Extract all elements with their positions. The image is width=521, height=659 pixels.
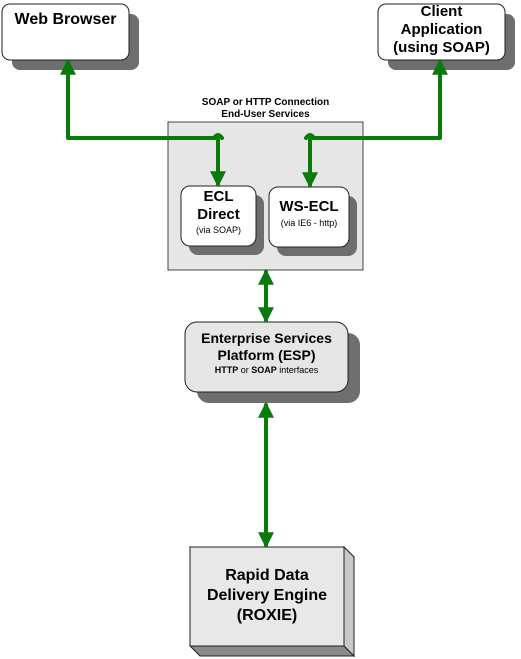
- client-application-line1: Client: [420, 3, 463, 20]
- client-application-node: [377, 3, 515, 70]
- client-application-line2: Application: [400, 21, 483, 38]
- ecl-direct-node: [180, 185, 264, 255]
- esp-node: [184, 321, 360, 403]
- esp-label: Enterprise Services Platform (ESP) HTTP …: [185, 330, 348, 377]
- ecl-direct-sublabel: (via SOAP): [195, 225, 241, 235]
- connectors: [60, 58, 448, 549]
- client-application-line3: (using SOAP): [393, 39, 490, 56]
- connector-hop-ecl: [212, 133, 224, 140]
- esp-line1: Enterprise Services: [201, 330, 332, 346]
- roxie-label: Rapid Data Delivery Engine (ROXIE): [190, 566, 344, 626]
- connector-client-application: [308, 58, 448, 140]
- roxie-bottom-face: [188, 645, 356, 657]
- roxie-line3: (ROXIE): [236, 607, 298, 624]
- roxie-line1: Rapid Data: [225, 567, 309, 584]
- services-group-title-line1: SOAP or HTTP Connection: [201, 97, 330, 108]
- ecl-direct-label: ECL Direct (via SOAP): [181, 188, 256, 236]
- ws-ecl-sublabel: (via IE6 - http): [280, 218, 338, 228]
- esp-sub-soap: SOAP: [251, 365, 277, 375]
- ws-ecl-line1: WS-ECL: [279, 198, 339, 215]
- roxie-line2: Delivery Engine: [206, 587, 328, 604]
- connector-hop-ws: [304, 133, 316, 140]
- roxie-front-face: [189, 546, 345, 647]
- ecl-direct-line1: ECL: [203, 188, 234, 205]
- roxie-side-face: [343, 545, 355, 658]
- esp-sub-http: HTTP: [214, 365, 239, 375]
- esp-sub-rest: interfaces: [276, 365, 319, 375]
- web-browser-label: Web Browser: [14, 11, 117, 28]
- esp-sublabel: HTTP or SOAP interfaces: [185, 364, 348, 377]
- services-group-title: SOAP or HTTP Connection End-User Service…: [168, 97, 363, 121]
- ws-ecl-label: WS-ECL (via IE6 - http): [269, 198, 349, 230]
- web-browser-node: [1, 3, 139, 70]
- services-group-title-line2: End-User Services: [221, 109, 310, 120]
- esp-line2: Platform (ESP): [217, 347, 316, 363]
- roxie-node: [188, 545, 356, 658]
- ws-ecl-node: [268, 186, 357, 256]
- connector-web-browser: [60, 58, 220, 140]
- ecl-direct-line2: Direct: [197, 206, 240, 223]
- client-application-label: Client Application (using SOAP): [378, 3, 505, 57]
- esp-sub-or: or: [238, 365, 252, 375]
